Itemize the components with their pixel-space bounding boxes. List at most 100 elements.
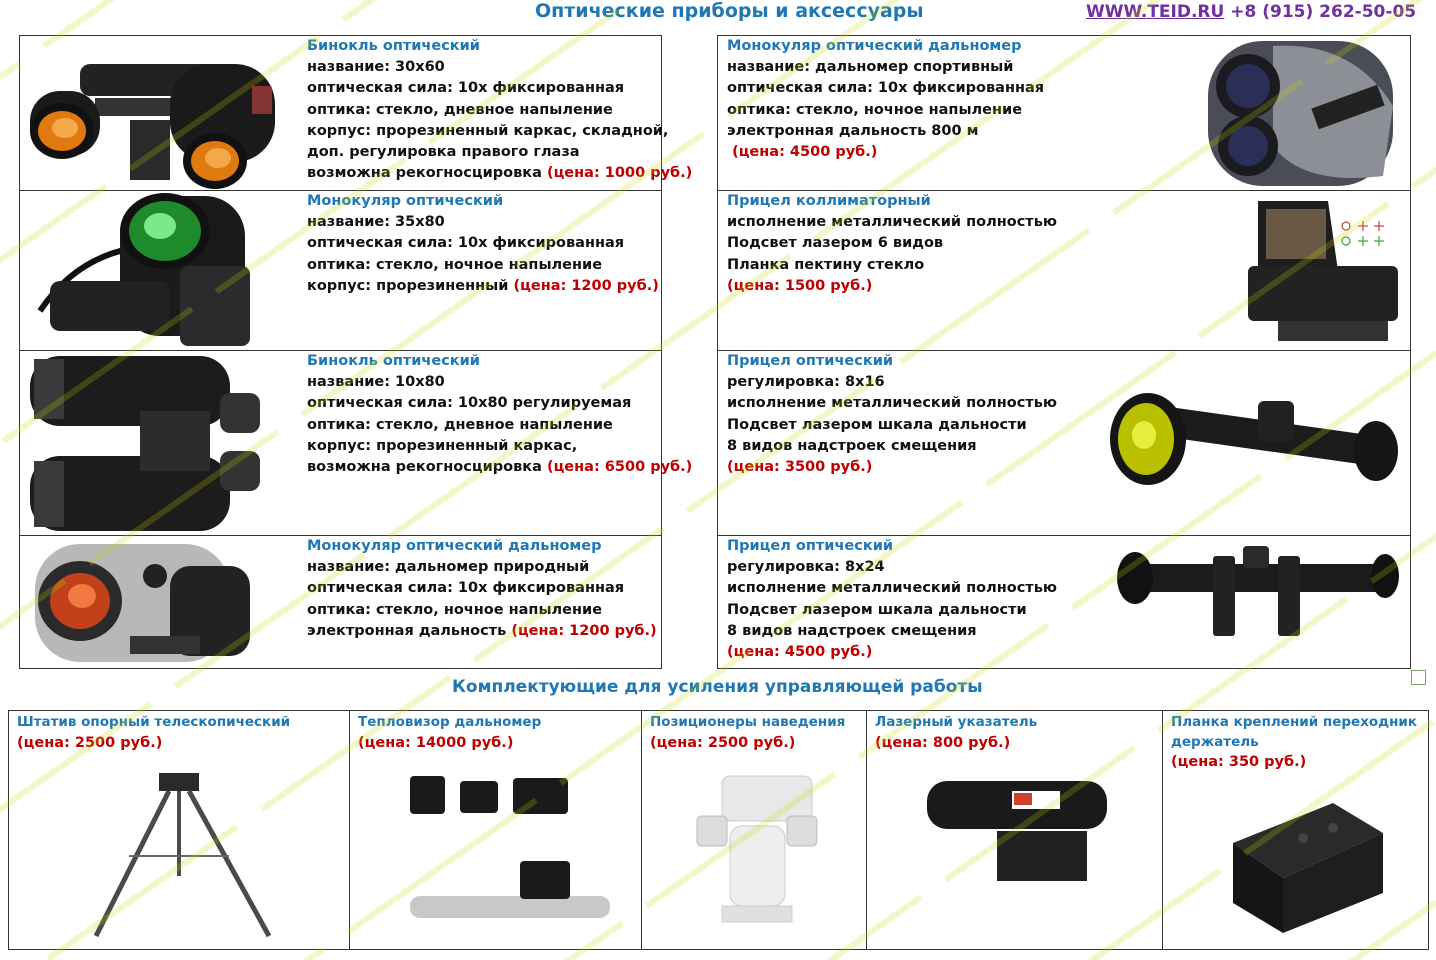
product-name: Монокуляр оптический дальномер xyxy=(727,38,1022,54)
price: (цена: 1000 руб.) xyxy=(546,165,693,182)
price: (цена: 1200 руб.) xyxy=(511,622,657,639)
accessory-name: Штатив опорный телескопический xyxy=(17,714,291,730)
spec-line: Подсвет лазером 6 видов xyxy=(727,235,944,252)
product-text-2: Бинокль оптический название: 10х80 оптич… xyxy=(307,351,692,478)
spec-line: название: 30х60 xyxy=(307,59,445,76)
phone-number: +8 (915) 262-50-05 xyxy=(1230,2,1417,22)
site-contact: WWW.TEID.RU +8 (915) 262-50-05 xyxy=(1086,2,1416,22)
accessory-price: (цена: 2500 руб.) xyxy=(650,734,796,751)
product-text-3: Монокуляр оптический дальномер название:… xyxy=(307,536,657,642)
product-name: Прицел коллиматорный xyxy=(727,193,931,209)
price: (цена: 1200 руб.) xyxy=(513,277,659,294)
spec-line: корпус: прорезиненный xyxy=(307,277,509,294)
price: (цена: 6500 руб.) xyxy=(546,459,693,476)
ptz-positioner-image xyxy=(696,775,818,923)
product-name: Монокуляр оптический дальномер xyxy=(307,538,602,554)
spec-line: оптика: стекло, ночное напыление xyxy=(727,101,1023,118)
accessory-price: (цена: 350 руб.) xyxy=(1171,754,1307,770)
site-url-link[interactable]: WWW.TEID.RU xyxy=(1086,2,1225,22)
spec-line: исполнение металлический полностью xyxy=(727,395,1057,412)
spec-line: оптическая сила: 10х фиксированная xyxy=(307,80,625,97)
product-text-7: Прицел оптический регулировка: 8х24 испо… xyxy=(727,536,1057,663)
spec-line: оптика: стекло, ночное напыление xyxy=(307,256,603,273)
accessory-card-thermal: Тепловизор дальномер (цена: 14000 руб.) xyxy=(349,710,642,950)
price: (цена: 3500 руб.) xyxy=(727,459,873,476)
small-checkbox[interactable] xyxy=(1411,670,1426,685)
spec-line: возможна рекогносцировка xyxy=(307,459,542,476)
accessory-header: Планка креплений переходник держатель (ц… xyxy=(1171,713,1422,772)
accessory-card-tripod: Штатив опорный телескопический (цена: 25… xyxy=(8,710,350,950)
accessory-name: Планка креплений переходник держатель xyxy=(1171,714,1418,750)
accessory-header: Лазерный указатель (цена: 800 руб.) xyxy=(875,713,1156,753)
accessory-card-positioner: Позиционеры наведения (цена: 2500 руб.) xyxy=(641,710,867,950)
binocular-30x60-image xyxy=(30,64,275,189)
price: (цена: 4500 руб.) xyxy=(732,144,878,161)
accessories-title: Комплектующие для усиления управляющей р… xyxy=(452,677,983,697)
spec-line: регулировка: 8х16 xyxy=(727,374,885,391)
product-card-monocular-35x80: Монокуляр оптический название: 35х80 опт… xyxy=(19,190,662,351)
spec-line: возможна рекогносцировка xyxy=(307,165,542,182)
spec-line: оптика: стекло, ночное напыление xyxy=(307,601,603,618)
binocular-10x80-image xyxy=(30,356,260,531)
spec-line: исполнение металлический полностью xyxy=(727,214,1057,231)
product-name: Бинокль оптический xyxy=(307,353,480,369)
accessory-header: Позиционеры наведения (цена: 2500 руб.) xyxy=(650,713,860,753)
spec-line: электронная дальность xyxy=(307,622,507,639)
accessory-card-mount: Планка креплений переходник держатель (ц… xyxy=(1162,710,1429,950)
monocular-35x80-image xyxy=(37,193,250,346)
spec-line: название: 35х80 xyxy=(307,214,445,231)
collimator-sight-image xyxy=(1248,201,1398,341)
spec-line: корпус: прорезиненный каркас, xyxy=(307,437,578,454)
spec-line: оптическая сила: 10х80 регулируемая xyxy=(307,395,632,412)
product-text-0: Бинокль оптический название: 30х60 оптич… xyxy=(307,36,692,184)
rangefinder-bresser-image xyxy=(1208,41,1393,186)
spec-line: оптика: стекло, дневное напыление xyxy=(307,101,613,118)
spec-line: регулировка: 8х24 xyxy=(727,559,885,576)
product-text-1: Монокуляр оптический название: 35х80 опт… xyxy=(307,191,659,297)
spec-line: электронная дальность 800 м xyxy=(727,122,979,139)
tripod-image xyxy=(93,773,272,938)
spec-line: оптическая сила: 10х фиксированная xyxy=(307,580,625,597)
price: (цена: 1500 руб.) xyxy=(727,277,873,294)
product-name: Монокуляр оптический xyxy=(307,193,504,209)
product-card-red-dot: Прицел коллиматорный исполнение металлич… xyxy=(717,190,1411,351)
spec-line: 8 видов надстроек смещения xyxy=(727,622,977,639)
spec-line: Подсвет лазером шкала дальности xyxy=(727,601,1027,618)
product-card-scope-8x24: Прицел оптический регулировка: 8х24 испо… xyxy=(717,535,1411,669)
product-name: Прицел оптический xyxy=(727,538,894,554)
accessory-name: Позиционеры наведения xyxy=(650,714,846,730)
spec-line: название: дальномер спортивный xyxy=(727,59,1014,76)
spec-line: название: 10х80 xyxy=(307,374,445,391)
product-card-binocular-10x80: Бинокль оптический название: 10х80 оптич… xyxy=(19,350,692,536)
accessory-price: (цена: 14000 руб.) xyxy=(358,734,514,751)
scope-8x24-image xyxy=(1117,546,1399,636)
product-card-binocular-30x60: Бинокль оптический название: 30х60 оптич… xyxy=(19,35,692,191)
product-name: Бинокль оптический xyxy=(307,38,480,54)
spec-line: оптическая сила: 10х фиксированная xyxy=(307,235,625,252)
spec-line: оптика: стекло, дневное напыление xyxy=(307,416,613,433)
product-name: Прицел оптический xyxy=(727,353,894,369)
spec-line: исполнение металлический полностью xyxy=(727,580,1057,597)
accessory-name: Лазерный указатель xyxy=(875,714,1038,730)
thermal-rangefinder-image xyxy=(410,776,610,918)
accessory-price: (цена: 2500 руб.) xyxy=(17,734,163,751)
product-card-scope-8x16: Прицел оптический регулировка: 8х16 испо… xyxy=(717,350,1411,536)
accessory-name: Тепловизор дальномер xyxy=(358,714,542,730)
accessory-price: (цена: 800 руб.) xyxy=(875,734,1011,751)
page-title: Оптические приборы и аксессуары xyxy=(535,0,924,22)
spec-line: Подсвет лазером шкала дальности xyxy=(727,416,1027,433)
product-text-6: Прицел оптический регулировка: 8х16 испо… xyxy=(727,351,1057,478)
spec-line: название: дальномер природный xyxy=(307,559,590,576)
spec-line: корпус: прорезиненный каркас, складной, xyxy=(307,122,669,139)
product-text-5: Прицел коллиматорный исполнение металлич… xyxy=(727,191,1057,297)
accessory-card-laser: Лазерный указатель (цена: 800 руб.) xyxy=(866,710,1163,950)
spec-line: оптическая сила: 10х фиксированная xyxy=(727,80,1045,97)
scope-8x16-image xyxy=(1110,393,1398,485)
spec-line: Планка пектину стекло xyxy=(727,256,925,273)
price: (цена: 4500 руб.) xyxy=(727,644,873,661)
product-card-rangefinder-sport: Монокуляр оптический дальномер название:… xyxy=(717,35,1411,191)
accessory-header: Тепловизор дальномер (цена: 14000 руб.) xyxy=(358,713,635,753)
accessory-header: Штатив опорный телескопический (цена: 25… xyxy=(17,713,343,753)
laser-pointer-image xyxy=(927,781,1107,881)
rangefinder-silver-image xyxy=(35,544,250,662)
